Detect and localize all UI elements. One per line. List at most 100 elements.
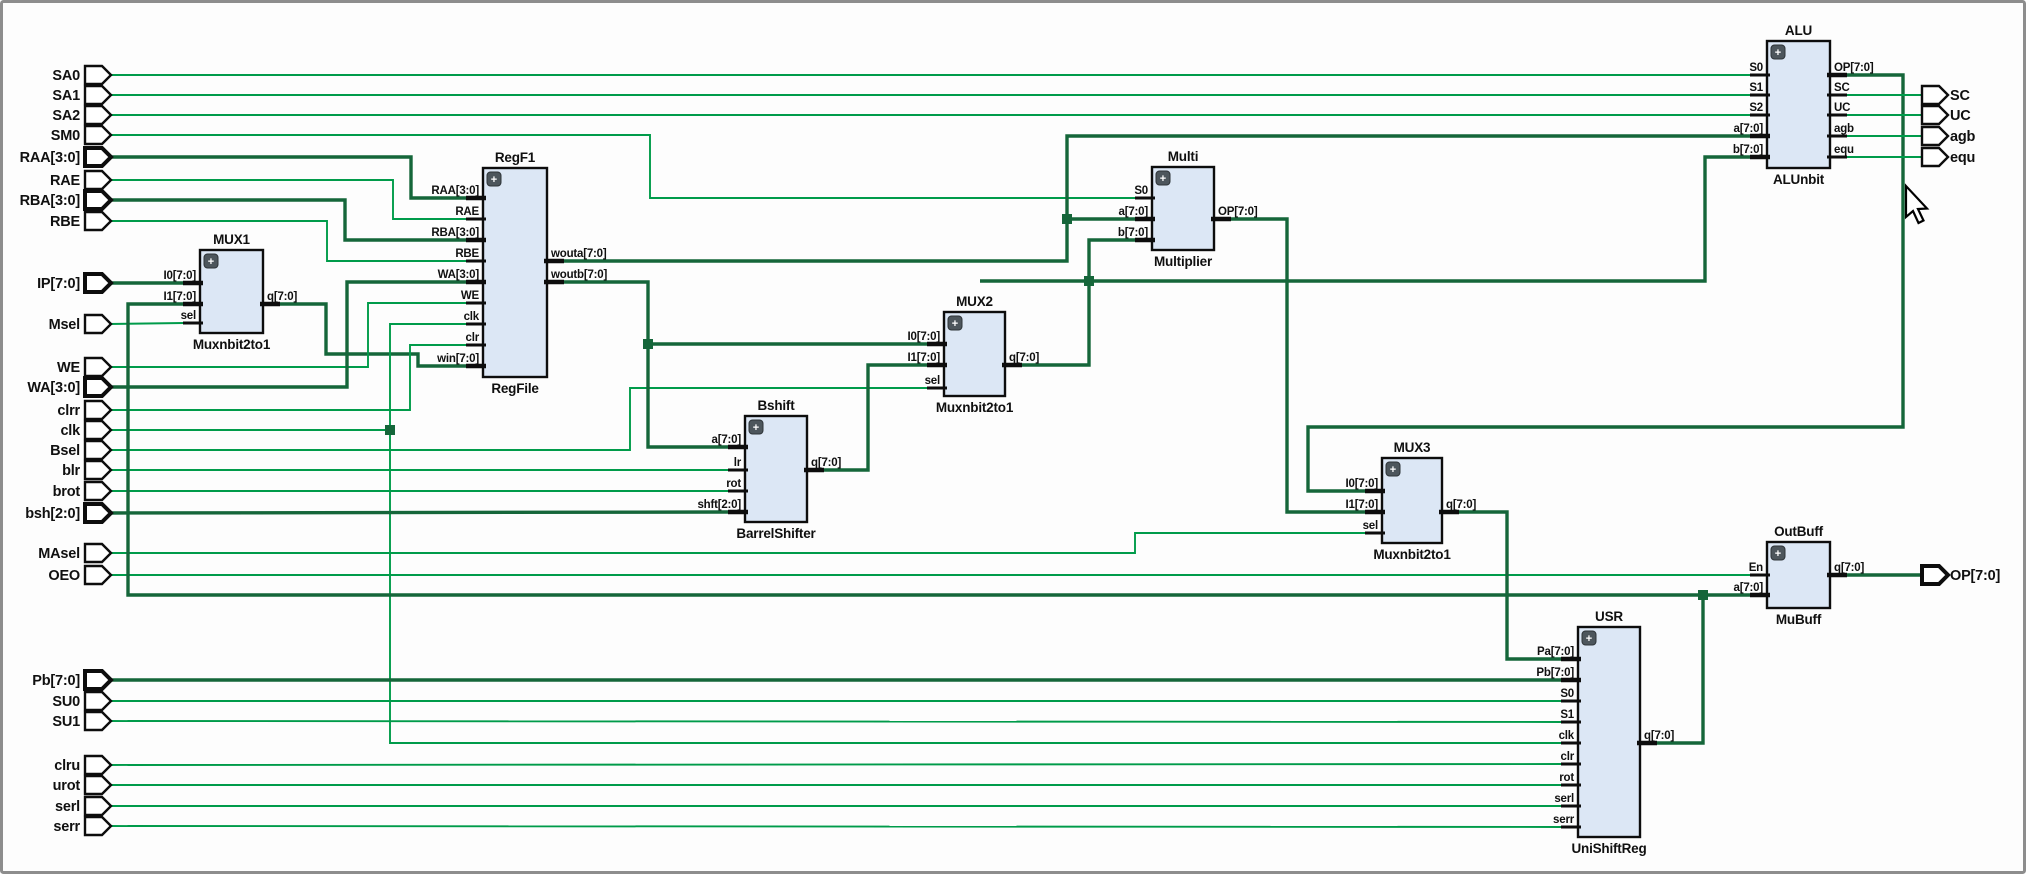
expand-plus-icon[interactable]: [1770, 545, 1786, 561]
input-port-symbol-IP[7:0][interactable]: [83, 272, 114, 294]
input-port-symbol-MAsel[interactable]: [83, 542, 113, 564]
pin-label-mux2-q[7:0]: q[7:0]: [1009, 352, 1039, 364]
input-port-symbol-brot[interactable]: [83, 480, 113, 502]
input-port-symbol-urot[interactable]: [83, 774, 113, 796]
wire-clk-to-RegF1.clk[interactable]: [389, 323, 467, 430]
input-port-symbol-SU0[interactable]: [83, 690, 113, 712]
wire-serr-to-USR.serr[interactable]: [108, 825, 1563, 828]
wire-Msel-to-MUX1.sel[interactable]: [108, 322, 185, 325]
wire-RAE-to-RegF1[interactable]: [109, 179, 467, 220]
input-port-symbol-serr[interactable]: [83, 815, 113, 837]
wire-clrr-to-RegF1.clr[interactable]: [109, 344, 467, 411]
input-port-label-Msel: Msel: [49, 317, 80, 333]
expand-plus-glyph: +: [1586, 633, 1592, 645]
wire-clk-to-USR.clk[interactable]: [389, 430, 1562, 744]
wire-Bshift.q-to-MUX2.I1[interactable]: [823, 363, 928, 472]
input-port-symbol-OEO[interactable]: [83, 564, 113, 586]
wire-Multi.OP-to-MUX3.I1[interactable]: [1230, 217, 1366, 514]
wire-MUX2.q-to-Multi.b[interactable]: [1021, 238, 1136, 367]
output-port-symbol-SC[interactable]: [1920, 84, 1950, 106]
component-body-regf1[interactable]: [481, 166, 549, 379]
input-port-symbol-SA0[interactable]: [83, 64, 113, 86]
wire-Bsel-to-MUX2.sel[interactable]: [109, 387, 928, 451]
input-port-symbol-SU1[interactable]: [83, 710, 113, 732]
expand-plus-icon[interactable]: [748, 419, 764, 435]
component-body-alu[interactable]: [1765, 39, 1832, 170]
wire-wouta-to-Multi.a-ALU.a[interactable]: [563, 134, 1751, 263]
component-regf1[interactable]: +RegF1RegFileRAA[3:0]RAERBA[3:0]RBEWA[3:…: [431, 150, 607, 396]
component-usr[interactable]: +USRUniShiftRegPa[7:0]Pb[7:0]S0S1clkclrr…: [1536, 609, 1674, 856]
component-body-usr[interactable]: [1576, 625, 1642, 839]
wire-RAA-to-RegF1[interactable]: [109, 155, 467, 200]
component-type-label-multi: Multiplier: [1154, 254, 1213, 269]
wire-USR.q-to-OutBuff.a[interactable]: [1656, 593, 1751, 745]
wire-MUX1.q-to-RegF1.win[interactable]: [279, 302, 467, 368]
component-bshift[interactable]: +BshiftBarrelShiftera[7:0]lrrotshft[2:0]…: [697, 398, 841, 541]
expand-plus-icon[interactable]: [1770, 44, 1786, 60]
input-port-symbol-WE[interactable]: [83, 356, 113, 378]
wire-SM0-to-Multi.S0[interactable]: [109, 134, 1136, 199]
input-port-symbol-blr[interactable]: [83, 459, 113, 481]
pin-label-usr-Pb[7:0]: Pb[7:0]: [1536, 667, 1574, 679]
input-port-symbol-SA1[interactable]: [83, 84, 113, 106]
pin-label-multi-b[7:0]: b[7:0]: [1118, 227, 1148, 239]
pin-label-alu-UC: UC: [1834, 102, 1850, 114]
wire-MUX3.q-to-USR.Pa[interactable]: [1458, 510, 1562, 661]
input-port-symbol-SA2[interactable]: [83, 104, 113, 126]
input-port-label-OEO: OEO: [48, 568, 80, 584]
input-port-symbol-SM0[interactable]: [83, 124, 113, 146]
input-port-symbol-RAA[3:0][interactable]: [83, 146, 114, 168]
input-port-label-SU1: SU1: [52, 714, 80, 730]
input-port-symbol-bsh[2:0][interactable]: [83, 502, 114, 524]
component-alu[interactable]: +ALUALUnbitS0S1S2a[7:0]b[7:0]OP[7:0]SCUC…: [1733, 23, 1874, 187]
mouse-cursor: [1904, 183, 1930, 225]
expand-plus-icon[interactable]: [947, 315, 963, 331]
component-title-mux3: MUX3: [1394, 440, 1431, 455]
wire-SU1-to-USR.S1[interactable]: [108, 720, 1563, 723]
input-port-symbol-clk[interactable]: [83, 419, 113, 441]
expand-plus-icon[interactable]: [1385, 461, 1401, 477]
input-port-symbol-Pb[7:0][interactable]: [83, 669, 114, 691]
wire-RBE-to-RegF1[interactable]: [109, 220, 467, 262]
expand-plus-icon[interactable]: [1581, 630, 1597, 646]
pin-label-multi-a[7:0]: a[7:0]: [1119, 206, 1149, 218]
input-port-symbol-clrr[interactable]: [83, 399, 113, 421]
input-port-symbol-RAE[interactable]: [83, 169, 113, 191]
expand-plus-icon[interactable]: [203, 253, 219, 269]
output-port-symbol-UC[interactable]: [1920, 104, 1950, 126]
input-port-label-RBE: RBE: [50, 214, 81, 230]
wire-clru-to-USR.clr[interactable]: [108, 763, 1563, 766]
wire-MUX2.q-to-ALU.b[interactable]: [980, 155, 1751, 283]
input-port-symbol-serl[interactable]: [83, 795, 113, 817]
input-port-symbol-RBE[interactable]: [83, 210, 113, 232]
wire-WA-to-RegF1.WA[interactable]: [109, 280, 467, 389]
wire-MAsel-to-MUX3.sel[interactable]: [109, 532, 1366, 554]
expand-plus-icon[interactable]: [1155, 170, 1171, 186]
expand-plus-glyph: +: [208, 256, 214, 268]
input-port-symbol-clru[interactable]: [83, 754, 113, 776]
expand-plus-icon[interactable]: [486, 171, 502, 187]
expand-plus-glyph: +: [753, 422, 759, 434]
pin-label-regf1-WE: WE: [461, 290, 480, 302]
wire-USR.q-feedback-to-MUX1.I1[interactable]: [126, 302, 1703, 597]
wire-WE-to-RegF1.WE[interactable]: [109, 302, 467, 368]
wire-ALU.OP-to-MUX3.I0[interactable]: [1306, 73, 1905, 493]
output-port-symbol-equ[interactable]: [1920, 146, 1950, 168]
wire-woutb-to-Bshift.a[interactable]: [563, 280, 729, 449]
input-port-symbol-WA[3:0][interactable]: [83, 376, 114, 398]
output-port-symbol-agb[interactable]: [1920, 125, 1950, 147]
wire-RBA-to-RegF1[interactable]: [109, 198, 467, 242]
pin-label-usr-serr: serr: [1553, 814, 1575, 826]
input-port-symbol-RBA[3:0][interactable]: [83, 189, 114, 211]
wire-bsh-to-Bshift.shft[interactable]: [108, 510, 730, 515]
output-port-symbol-OP[7:0][interactable]: [1920, 564, 1951, 586]
pin-label-bshift-shft[2:0]: shft[2:0]: [697, 499, 741, 511]
input-port-symbol-Msel[interactable]: [83, 313, 113, 335]
input-port-symbol-Bsel[interactable]: [83, 439, 113, 461]
